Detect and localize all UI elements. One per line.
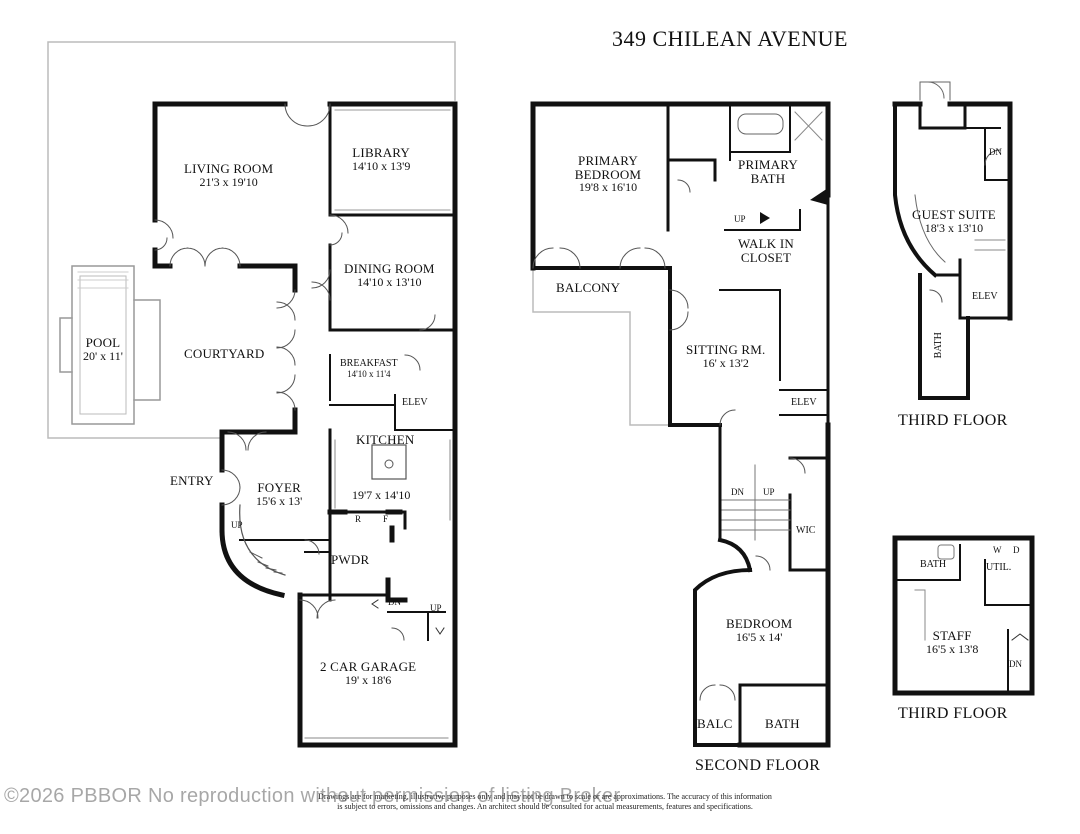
refrigerator-label: R bbox=[355, 514, 362, 524]
room-dims: 16' x 13'2 bbox=[702, 355, 749, 370]
room-primary-bedroom: PRIMARY BEDROOM 19'8 x 16'10 bbox=[572, 154, 644, 194]
third-floor-staff-plan bbox=[892, 535, 1035, 696]
floor-label-third: THIRD FLOOR bbox=[898, 412, 1008, 429]
page-title: 349 CHILEAN AVENUE bbox=[612, 26, 848, 51]
room-garage: 2 CAR GARAGE 19' x 18'6 bbox=[320, 660, 416, 686]
dryer-label: D bbox=[1013, 545, 1020, 555]
room-name: GUEST SUITE bbox=[912, 207, 996, 222]
room-breakfast: BREAKFAST 14'10 x 11'4 bbox=[340, 358, 398, 379]
room-name: SITTING RM. bbox=[686, 342, 766, 357]
room-staff: STAFF 16'5 x 13'8 bbox=[926, 629, 978, 655]
room-library: LIBRARY 14'10 x 13'9 bbox=[352, 146, 410, 172]
room-bedroom: BEDROOM 16'5 x 14' bbox=[726, 617, 792, 643]
room-dims: 19'8 x 16'10 bbox=[578, 180, 638, 195]
room-dims: 14'10 x 13'9 bbox=[352, 158, 411, 173]
room-name: BREAKFAST bbox=[340, 358, 398, 369]
room-dims: 16'5 x 14' bbox=[736, 629, 783, 644]
room-name: STAFF bbox=[932, 628, 972, 643]
room-wic: WIC bbox=[796, 525, 816, 536]
third-floor-guest-plan bbox=[892, 81, 1013, 400]
floor-label-second: SECOND FLOOR bbox=[695, 757, 821, 774]
room-primary-bath: PRIMARY BATH bbox=[738, 157, 798, 186]
room-sitting: SITTING RM. 16' x 13'2 bbox=[686, 343, 765, 369]
room-name: FOYER bbox=[257, 480, 301, 495]
room-guest-suite: GUEST SUITE 18'3 x 13'10 bbox=[912, 208, 996, 234]
room-courtyard: COURTYARD bbox=[184, 346, 265, 361]
room-utility: UTIL. bbox=[986, 562, 1012, 573]
room-dining: DINING ROOM 14'10 x 13'10 bbox=[344, 262, 435, 288]
room-dims: 18'3 x 13'10 bbox=[924, 220, 984, 235]
room-name: LIBRARY bbox=[352, 145, 411, 160]
room-balcony: BALCONY bbox=[556, 280, 621, 295]
stair-up-label: UP bbox=[734, 214, 746, 224]
room-dims: 14'10 x 13'10 bbox=[357, 274, 422, 289]
room-elevator: ELEV bbox=[402, 397, 428, 408]
room-pool: POOL 20' x 11' bbox=[83, 336, 123, 362]
room-name: BEDROOM bbox=[726, 616, 793, 631]
room-name: 2 CAR GARAGE bbox=[320, 659, 417, 674]
disclaimer: Drawings are for marketing, illustrative… bbox=[255, 792, 835, 811]
room-bath: BATH bbox=[765, 716, 800, 731]
stair-down-label: DN bbox=[731, 487, 744, 497]
disclaimer-line: Drawings are for marketing, illustrative… bbox=[318, 792, 772, 801]
room-dims: 16'5 x 13'8 bbox=[926, 641, 979, 656]
room-name: LIVING ROOM bbox=[184, 161, 274, 176]
room-dims: 14'10 x 11'4 bbox=[347, 368, 391, 379]
room-foyer: FOYER 15'6 x 13' bbox=[256, 481, 302, 507]
stair-up-label: UP bbox=[430, 603, 442, 613]
room-elevator: ELEV bbox=[791, 397, 817, 408]
floor-label-third: THIRD FLOOR bbox=[898, 705, 1008, 722]
room-bath: BATH bbox=[932, 332, 944, 359]
second-floor-plan bbox=[530, 101, 831, 748]
room-name: DINING ROOM bbox=[344, 261, 435, 276]
room-dims: 15'6 x 13' bbox=[256, 493, 303, 508]
copyright-watermark: ©2026 PBBOR No reproduction without perm… bbox=[4, 785, 621, 807]
room-bath: BATH bbox=[920, 559, 947, 570]
room-walk-in-closet: WALK IN CLOSET bbox=[738, 236, 794, 265]
room-kitchen-dims: 19'7 x 14'10 bbox=[352, 488, 411, 502]
freezer-label: F bbox=[383, 514, 389, 524]
room-dims: 19' x 18'6 bbox=[344, 672, 392, 687]
stair-down-label: DN bbox=[388, 597, 401, 607]
stair-down-label: DN bbox=[1009, 659, 1022, 669]
room-name: POOL bbox=[85, 335, 121, 350]
stair-up-label: UP bbox=[763, 487, 775, 497]
stair-up-label: UP bbox=[231, 520, 243, 530]
room-dims: 20' x 11' bbox=[83, 348, 123, 363]
room-name: PRIMARY BEDROOM bbox=[574, 153, 642, 182]
room-kitchen: KITCHEN bbox=[356, 432, 415, 447]
room-living: LIVING ROOM 21'3 x 19'10 bbox=[184, 162, 273, 188]
room-powder: PWDR bbox=[331, 552, 370, 567]
room-entry: ENTRY bbox=[170, 473, 214, 488]
first-floor-plan bbox=[47, 41, 458, 748]
room-elevator: ELEV bbox=[972, 291, 998, 302]
stair-down-label: DN bbox=[989, 147, 1002, 157]
room-dims: 21'3 x 19'10 bbox=[199, 174, 258, 189]
room-balc: BALC bbox=[697, 716, 733, 731]
disclaimer-line: is subject to errors, omissions and chan… bbox=[337, 801, 753, 811]
washer-label: W bbox=[993, 545, 1002, 555]
